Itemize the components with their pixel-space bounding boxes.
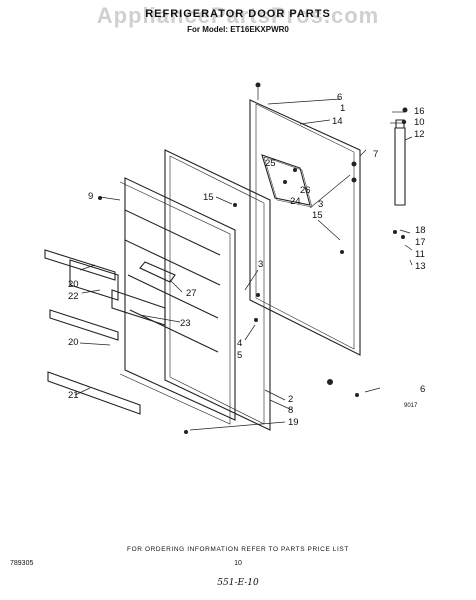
callout: 15 xyxy=(312,210,323,221)
callout: 14 xyxy=(332,116,343,127)
screw-icon xyxy=(355,393,359,397)
callout: 25 xyxy=(265,158,276,169)
upper-shelf-bar xyxy=(44,249,116,281)
callout: 16 xyxy=(414,106,425,117)
callout: 7 xyxy=(373,149,378,160)
callout: 10 xyxy=(414,117,425,128)
screw-icon xyxy=(184,430,188,434)
model-subtitle: For Model: ET16EKXPWR0 xyxy=(187,25,289,34)
screw-icon xyxy=(402,107,408,113)
callout: 20 xyxy=(68,337,79,348)
callout: 22 xyxy=(68,291,79,302)
callout: 11 xyxy=(415,249,425,260)
callout: 15 xyxy=(203,192,214,203)
screw-icon xyxy=(256,293,260,297)
screw-icon xyxy=(401,119,407,125)
hinge-bracket xyxy=(351,177,357,183)
callout: 23 xyxy=(180,318,191,329)
diagram-title: REFRIGERATOR DOOR PARTS xyxy=(145,8,331,20)
callout: 2 xyxy=(288,394,293,405)
ordering-note: FOR ORDERING INFORMATION REFER TO PARTS … xyxy=(127,546,349,553)
callout: 27 xyxy=(186,288,197,299)
callout: 13 xyxy=(415,261,426,272)
outer-door-panel xyxy=(249,99,361,356)
screw-icon xyxy=(98,196,102,200)
callout: 3 xyxy=(258,259,263,270)
screw-icon xyxy=(401,235,405,239)
callout: 5 xyxy=(237,350,242,361)
callout: 24 xyxy=(290,196,301,207)
hinge-bracket xyxy=(340,250,344,254)
callout: 6 xyxy=(420,384,425,395)
screw-icon xyxy=(393,230,397,234)
callout: 1 xyxy=(340,103,345,114)
callout: 8 xyxy=(288,405,293,416)
document-code: 789305 xyxy=(10,560,34,567)
screw-icon xyxy=(233,203,237,207)
middle-shelf-bar xyxy=(49,309,119,341)
callout: 12 xyxy=(414,129,425,140)
screw-icon xyxy=(293,168,297,172)
screw-icon xyxy=(255,82,261,88)
screw-icon xyxy=(327,379,333,385)
callout: 26 xyxy=(300,185,311,196)
callout: 9 xyxy=(88,191,93,202)
hinge-strip xyxy=(394,127,406,206)
screw-icon xyxy=(283,180,287,184)
callout: 19 xyxy=(288,417,299,428)
callout: 21 xyxy=(68,390,79,401)
callout: 4 xyxy=(237,338,242,349)
door-gasket xyxy=(164,149,271,431)
handwritten-reference: 551-E-10 xyxy=(217,578,259,588)
lower-shelf-bar xyxy=(47,371,141,415)
inner-door-liner xyxy=(124,177,236,421)
screw-icon xyxy=(254,318,258,322)
watermark: AppliancePartsPros.com xyxy=(96,3,380,28)
diagram-code: 9017 xyxy=(404,403,418,409)
callout: 17 xyxy=(415,237,426,248)
page-number: 10 xyxy=(234,560,242,567)
hinge-bracket xyxy=(351,161,357,167)
callout: 6 xyxy=(337,92,342,103)
callout: 20 xyxy=(68,279,79,290)
callout: 3 xyxy=(318,199,323,210)
callout: 18 xyxy=(415,225,426,236)
